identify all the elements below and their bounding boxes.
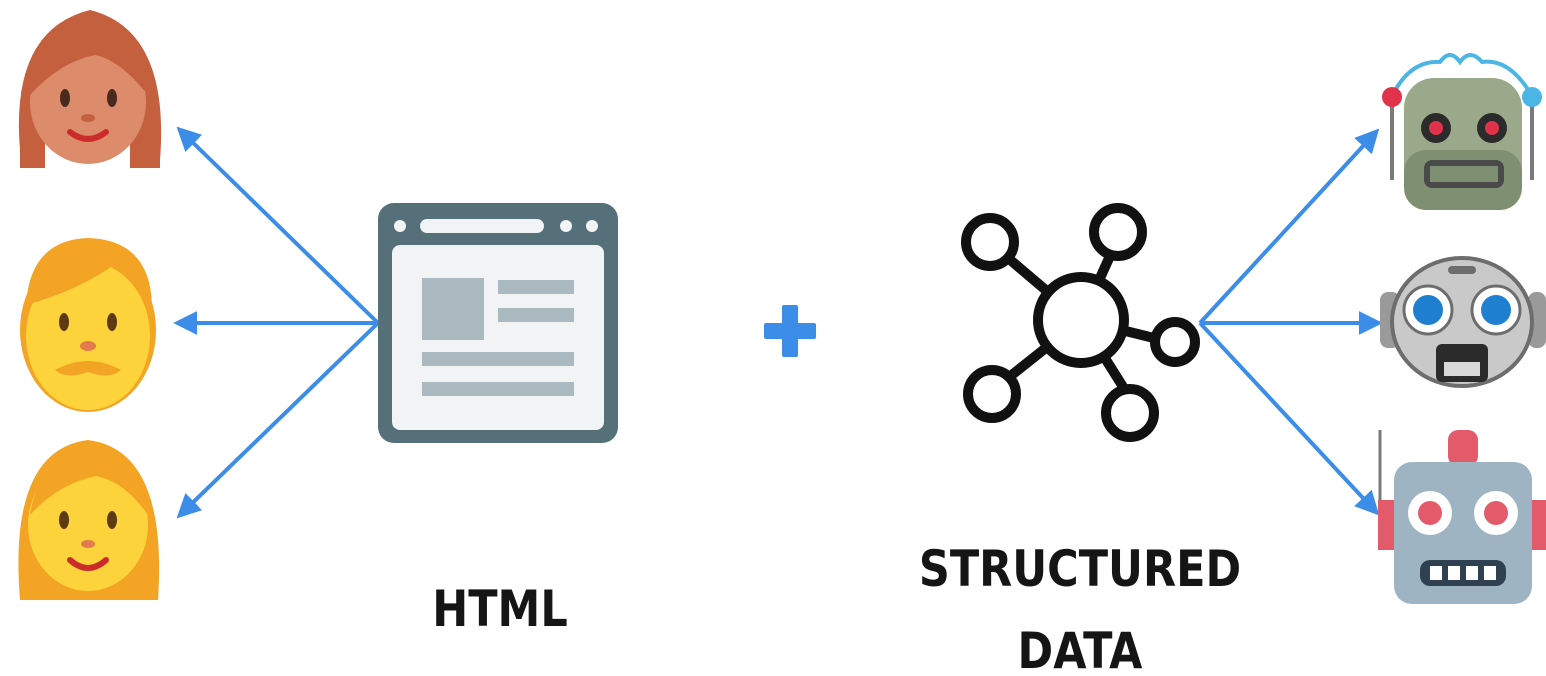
arrow-to-robot-3 xyxy=(1198,321,1380,516)
arrows-to-people xyxy=(173,126,380,519)
arrow-to-robot-1 xyxy=(1198,128,1380,325)
man-blond-mustache-icon xyxy=(20,238,156,412)
html-label: HTML xyxy=(432,580,568,638)
woman-blonde-icon xyxy=(18,440,160,600)
arrow-to-person-1 xyxy=(176,126,380,325)
browser-window-icon xyxy=(378,203,618,443)
woman-red-hair-icon xyxy=(18,10,162,168)
robot-box-head-icon xyxy=(1378,430,1546,604)
structured-label-line-1: STRUCTURED xyxy=(918,540,1242,598)
plus-icon xyxy=(764,305,816,357)
arrow-to-person-3 xyxy=(176,321,380,519)
structured-label-line-2: DATA xyxy=(1017,622,1143,676)
robot-antenna-icon xyxy=(1382,53,1542,210)
arrows-to-robots xyxy=(1198,128,1383,516)
network-graph-icon xyxy=(961,203,1200,442)
robot-round-face-icon xyxy=(1380,256,1546,388)
